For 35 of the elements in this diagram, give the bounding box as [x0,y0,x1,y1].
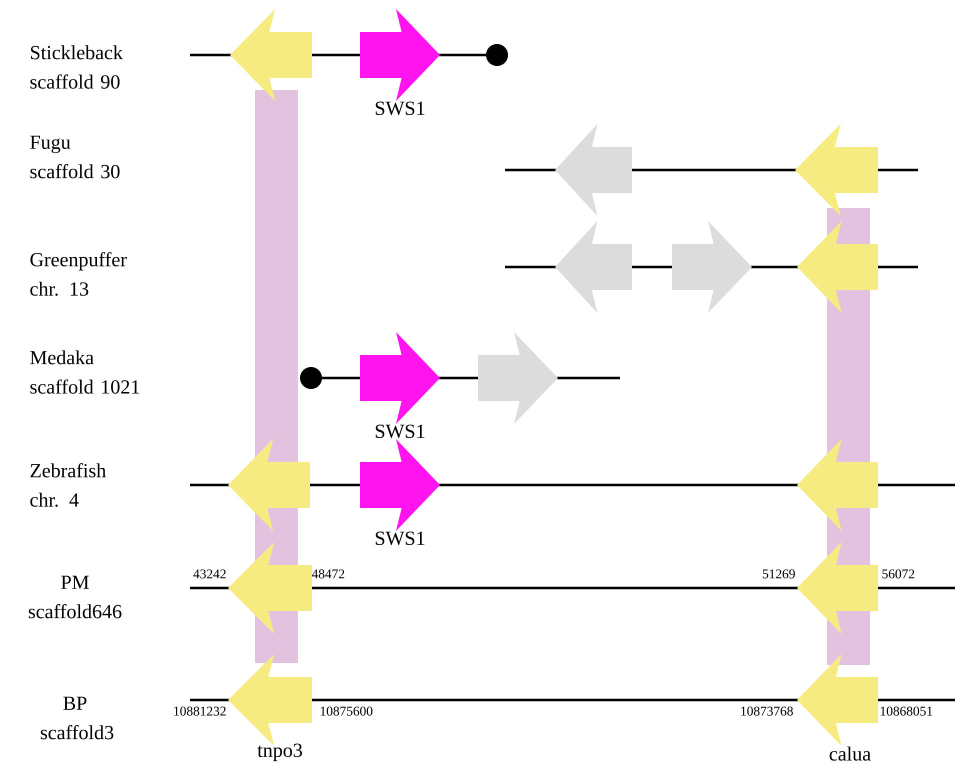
gene-name: SWS1 [376,532,424,546]
coordinate-number: 10868051 [880,706,932,716]
species-name: PM scaffold646 [28,576,122,618]
gene-symbol [228,542,312,634]
gene-symbol [672,221,752,313]
gene-symbol [797,654,878,746]
gene-name: SWS1 [376,424,424,438]
species-name: Medaka scaffold 1021 [30,350,140,394]
gene-symbol [797,439,878,531]
gene-symbol [797,542,878,634]
species-name: Fugu scaffold 30 [30,136,120,178]
gene-symbol [797,221,878,313]
gene-symbol [478,332,558,424]
species-name: Greenpuffer chr. 13 [30,252,127,296]
coordinate-number: 10875600 [320,706,372,716]
coordinate-number: 51269 [762,569,795,578]
coordinate-number: 56072 [882,569,914,578]
gene-symbol [360,9,440,101]
gene-name: tnpo3 [257,744,302,762]
species-name: Stickleback scaffold 90 [30,45,123,89]
gene-name: calua [830,746,871,761]
species-name: BP scaffold3 [40,696,114,740]
gene-symbol [555,221,632,313]
coordinate-number: 48472 [312,569,344,578]
gene-symbol [795,124,878,216]
species-name: Zebrafish chr. 4 [30,463,106,507]
gene-symbol [360,439,440,531]
gene-symbol [360,332,440,424]
gene-name: SWS1 [376,102,424,116]
gene-symbol [555,124,632,216]
coordinate-number: 10873768 [741,706,793,716]
gene-symbol [230,9,312,101]
coordinate-number: 10881232 [174,706,226,716]
gene-symbol [228,439,310,531]
coordinate-number: 43242 [193,569,226,578]
